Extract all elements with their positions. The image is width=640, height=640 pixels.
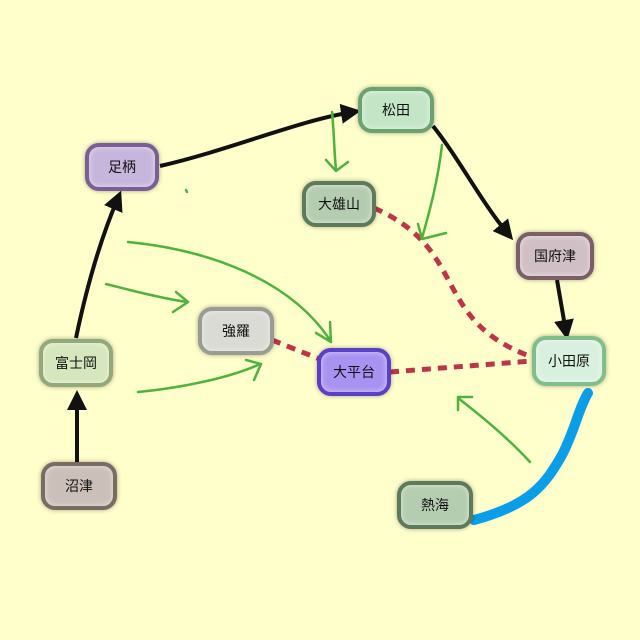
dashed-edge-gora-ohiradai bbox=[271, 337, 323, 363]
node-matsuda[interactable]: 松田 bbox=[358, 87, 434, 133]
node-kozu[interactable]: 国府津 bbox=[516, 232, 594, 280]
annotation-tick bbox=[184, 188, 189, 194]
node-fujioka-label: 富士岡 bbox=[55, 356, 97, 372]
dashed-edge-daiyuzan-odawara bbox=[372, 205, 533, 360]
node-numazu-label: 沼津 bbox=[65, 479, 93, 495]
node-odawara-label: 小田原 bbox=[548, 354, 590, 370]
node-atami-label: 熱海 bbox=[421, 498, 449, 514]
node-ohiradai-label: 大平台 bbox=[333, 365, 375, 381]
node-gora[interactable]: 強羅 bbox=[198, 307, 274, 355]
node-daiyuzan-label: 大雄山 bbox=[318, 197, 360, 213]
annotation-arrow-2 bbox=[416, 143, 448, 241]
node-ohiradai[interactable]: 大平台 bbox=[317, 348, 391, 396]
edge-matsuda-kozu bbox=[431, 124, 514, 241]
annotation-arrow-4 bbox=[104, 282, 190, 314]
annotation-arrow-6 bbox=[456, 395, 532, 464]
annotation-arrow-1 bbox=[324, 110, 350, 173]
node-daiyuzan[interactable]: 大雄山 bbox=[302, 181, 376, 227]
edge-fujioka-ashigara bbox=[74, 190, 123, 339]
node-gora-label: 強羅 bbox=[222, 324, 250, 340]
node-matsuda-label: 松田 bbox=[382, 103, 410, 119]
edge-kozu-odawara bbox=[554, 279, 574, 340]
node-ashigara[interactable]: 足柄 bbox=[85, 143, 159, 191]
node-fujioka[interactable]: 富士岡 bbox=[39, 339, 113, 387]
annotation-arrow-5 bbox=[136, 358, 263, 394]
dashed-edge-ohiradai-odawara bbox=[389, 358, 533, 375]
highlight-stroke-atami-odawara bbox=[469, 388, 593, 525]
annotation-arrow-3 bbox=[126, 240, 333, 344]
node-ashigara-label: 足柄 bbox=[108, 160, 136, 176]
node-numazu[interactable]: 沼津 bbox=[41, 462, 117, 510]
edge-ashigara-matsuda bbox=[159, 103, 361, 168]
node-kozu-label: 国府津 bbox=[534, 249, 576, 265]
node-odawara[interactable]: 小田原 bbox=[532, 336, 606, 386]
node-atami[interactable]: 熱海 bbox=[397, 481, 473, 529]
